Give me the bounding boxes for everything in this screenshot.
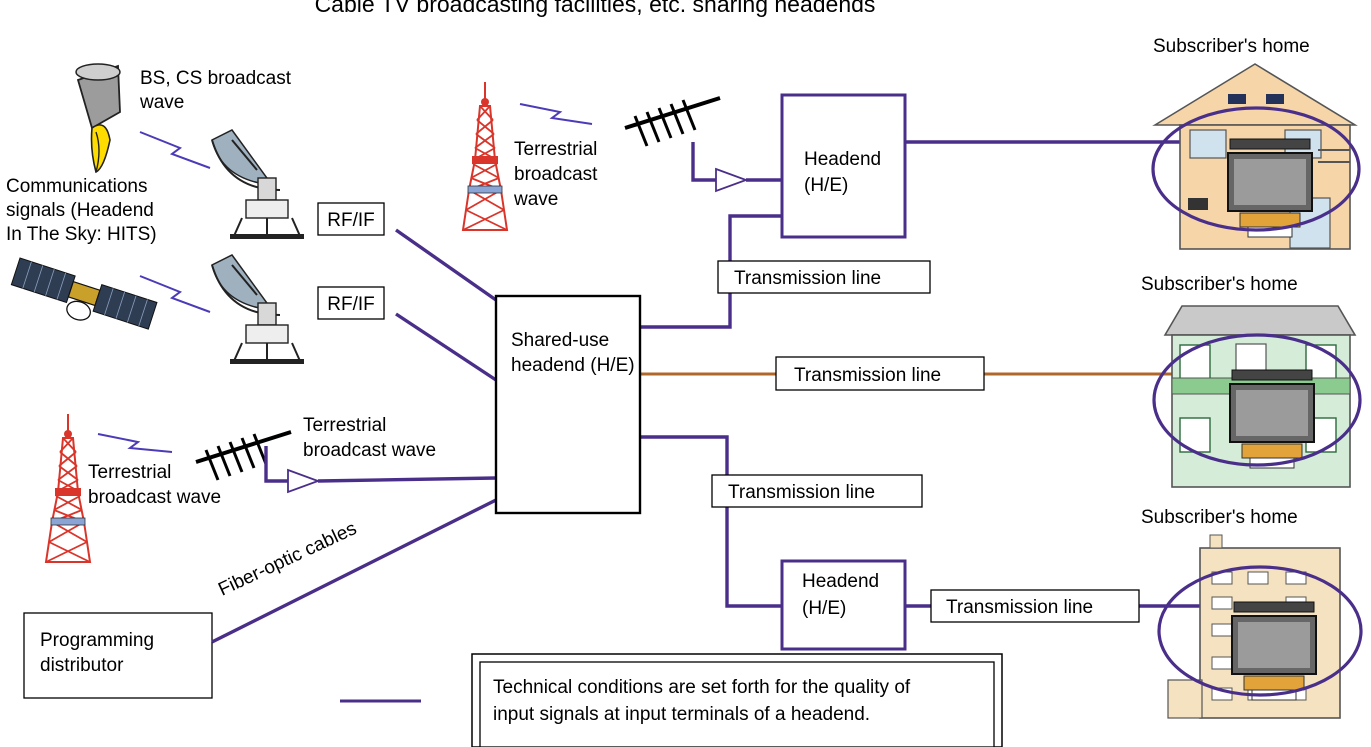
legend-inner-box [479, 661, 995, 747]
subscriber-ring [1157, 565, 1363, 697]
shared-headend-label: Shared-use headend (H/E) [511, 330, 635, 376]
signal-zigzag [97, 433, 173, 453]
diagram-title: Cable TV broadcasting facilities, etc. s… [315, 0, 876, 17]
yagi-antenna-icon [194, 430, 293, 482]
transmission-line-box [711, 474, 923, 508]
programming-distributor-label: Programming distributor [40, 630, 159, 676]
rf-if-label: RF/IF [327, 294, 375, 315]
subscriber-ring [1151, 106, 1361, 232]
wire [640, 435, 782, 608]
subscriber-home-label: Subscriber's home [1141, 274, 1298, 295]
bs-cs-label: BS, CS broadcast wave [139, 68, 296, 113]
legend-note: Technical conditions are set forth for t… [493, 677, 915, 725]
yagi-antenna-icon [623, 96, 722, 148]
bs-cs-dish-icon [75, 63, 121, 174]
programming-distributor-box [23, 612, 213, 699]
signal-zigzag [139, 131, 211, 169]
headend-top-label: Headend (H/E) [804, 149, 886, 196]
wire [691, 142, 716, 182]
transmission-line-label: Transmission line [794, 365, 941, 386]
amplifier-triangle-icon [715, 168, 747, 192]
television-icon [1229, 369, 1315, 469]
shared-headend-box [494, 294, 642, 515]
house-icon [1163, 305, 1357, 488]
transmission-line-box [775, 356, 985, 391]
satellite-icon [10, 257, 158, 330]
subscriber-ring [1152, 333, 1362, 467]
transmission-line-box [930, 589, 1140, 623]
rf-if-box [317, 286, 385, 320]
subscriber-home-label: Subscriber's home [1141, 507, 1298, 528]
communications-signals-label: Communications signals (Headend In The S… [6, 176, 159, 245]
terrestrial-left-antenna-label: Terrestrial broadcast wave [303, 415, 436, 461]
television-icon [1227, 138, 1313, 238]
transmission-line-label: Transmission line [734, 268, 881, 289]
rf-if-box [317, 202, 385, 236]
satellite-dish-icon [211, 129, 305, 240]
fiber-optic-wire [211, 498, 497, 644]
wire [317, 476, 497, 483]
rf-if-label: RF/IF [327, 210, 375, 231]
fiber-optic-label: Fiber-optic cables [215, 518, 360, 600]
satellite-dish-icon [211, 254, 305, 365]
transmission-line-label: Transmission line [946, 597, 1093, 618]
television-icon [1231, 601, 1317, 701]
terrestrial-left-label: Terrestrial broadcast wave [88, 462, 221, 508]
amplifier-triangle-icon [287, 469, 319, 493]
headend-bottom-box [780, 559, 907, 651]
terrestrial-top-label: Terrestrial broadcast wave [513, 139, 603, 210]
subscriber-home-label: Subscriber's home [1153, 36, 1310, 57]
wire [264, 446, 288, 483]
broadcast-tower-icon [45, 413, 91, 563]
headend-bottom-label: Headend (H/E) [802, 571, 884, 619]
signal-zigzag [519, 103, 593, 125]
wire [395, 228, 497, 302]
transmission-line-label: Transmission line [728, 482, 875, 503]
headend-top-box [780, 93, 907, 239]
wire [395, 312, 497, 382]
transmission-line-box [717, 260, 931, 294]
broadcast-tower-icon [462, 81, 508, 231]
signal-zigzag [139, 275, 211, 313]
